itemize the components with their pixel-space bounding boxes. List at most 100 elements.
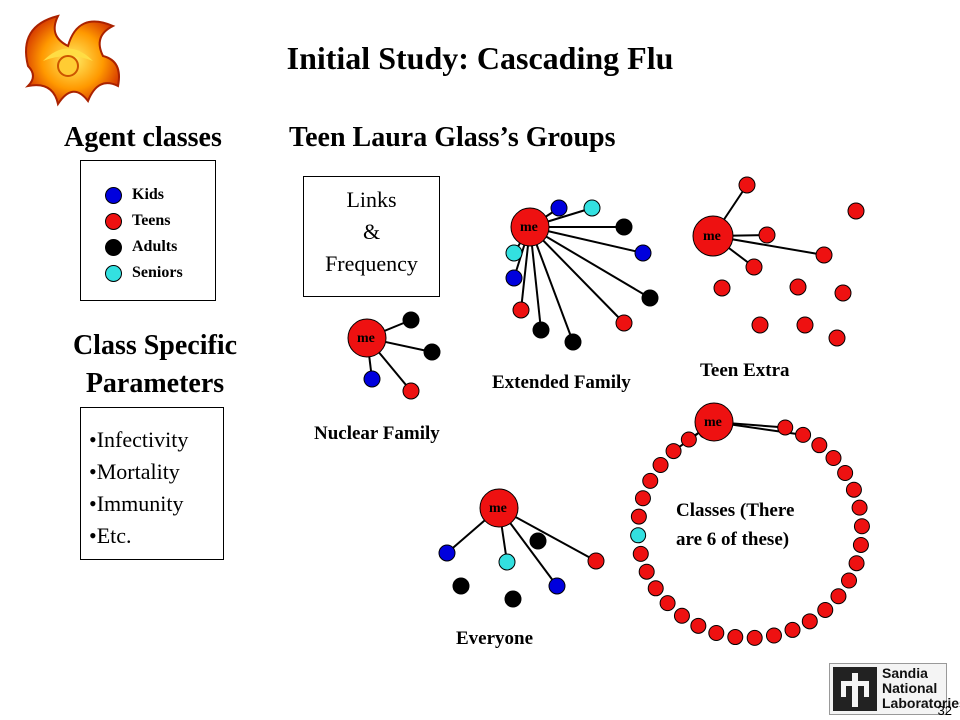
legend-item-seniors: Seniors xyxy=(105,263,183,283)
me-node xyxy=(347,318,387,358)
member-node-teen xyxy=(630,508,647,525)
member-node-teen xyxy=(746,629,763,646)
me-label: me xyxy=(704,415,722,430)
member-node-teen xyxy=(727,629,744,646)
member-node-teen xyxy=(811,437,828,454)
member-node-adult xyxy=(641,289,659,307)
member-node-teen xyxy=(795,426,812,443)
member-node-teen xyxy=(837,465,854,482)
member-node-teen xyxy=(647,580,664,597)
legend-label: Teens xyxy=(132,212,171,229)
member-node-teen xyxy=(680,431,697,448)
member-node-teen xyxy=(789,278,807,296)
member-node-adult xyxy=(564,333,582,351)
sandia-logo: Sandia National Laboratories xyxy=(829,663,960,715)
phoenix-logo xyxy=(8,6,132,110)
member-node-teen xyxy=(817,601,834,618)
me-node xyxy=(510,207,550,247)
legend-label: Adults xyxy=(132,238,178,255)
member-node-teen xyxy=(853,518,870,535)
legend-label: Kids xyxy=(132,186,165,203)
teen-extra-caption: Teen Extra xyxy=(700,360,790,381)
laboratories-word: Laboratories xyxy=(882,695,960,711)
classes-caption-line1: Classes (There xyxy=(676,500,795,521)
links-frequency-text: Links & Frequency xyxy=(304,184,439,280)
me-node xyxy=(692,215,734,257)
member-node-teen xyxy=(834,284,852,302)
me-label: me xyxy=(357,331,375,346)
me-label: me xyxy=(489,501,507,516)
frequency-label: Frequency xyxy=(325,251,418,276)
member-node-adult xyxy=(504,590,522,608)
groups-heading: Teen Laura Glass’s Groups xyxy=(289,122,616,153)
member-node-kid xyxy=(363,370,381,388)
member-node-teen xyxy=(758,226,776,244)
member-node-teen xyxy=(828,329,846,347)
param-item-infectivity: Infectivity xyxy=(89,424,189,456)
member-node-adult xyxy=(452,577,470,595)
legend-item-adults: Adults xyxy=(105,237,177,257)
member-node-teen xyxy=(638,563,655,580)
member-node-teen xyxy=(713,279,731,297)
member-node-senior xyxy=(630,527,647,544)
sandia-word: Sandia xyxy=(882,665,928,681)
member-node-teen xyxy=(841,572,858,589)
thunderbird-icon xyxy=(833,667,877,711)
member-node-teen xyxy=(796,316,814,334)
member-node-senior xyxy=(583,199,601,217)
legend-item-kids: Kids xyxy=(105,185,164,205)
member-node-teen xyxy=(587,552,605,570)
member-node-teen xyxy=(852,536,869,553)
member-node-teen xyxy=(845,481,862,498)
member-node-teen xyxy=(632,545,649,562)
links-label: Links xyxy=(346,187,397,212)
member-node-teen xyxy=(634,490,651,507)
member-node-senior xyxy=(498,553,516,571)
param-item-mortality: Mortality xyxy=(89,456,188,488)
member-node-adult xyxy=(532,321,550,339)
member-node-teen xyxy=(665,443,682,460)
member-node-teen xyxy=(847,202,865,220)
everyone-caption: Everyone xyxy=(456,628,534,649)
sandia-text: Sandia National Laboratories xyxy=(882,666,960,711)
member-node-teen xyxy=(815,246,833,264)
member-node-kid xyxy=(634,244,652,262)
classes-caption-line2: are 6 of these) xyxy=(676,529,790,550)
member-node-teen xyxy=(615,314,633,332)
page-number: 32 xyxy=(937,703,952,718)
member-node-teen xyxy=(659,595,676,612)
class-params-heading-2: Parameters xyxy=(85,368,225,399)
member-node-teen xyxy=(825,450,842,467)
class-params-list: Infectivity Mortality Immunity Etc. xyxy=(89,424,189,552)
member-node-adult xyxy=(615,218,633,236)
ampersand-label: & xyxy=(362,219,381,244)
agent-class-legend: Kids Teens Adults Seniors xyxy=(80,160,216,301)
member-node-teen xyxy=(848,555,865,572)
member-node-teen xyxy=(512,301,530,319)
me-label: me xyxy=(703,229,721,244)
member-node-teen xyxy=(652,456,669,473)
adults-color-swatch xyxy=(105,238,122,256)
class-params-box: Infectivity Mortality Immunity Etc. xyxy=(80,407,224,560)
kids-color-swatch xyxy=(105,186,122,204)
links-frequency-box: Links & Frequency xyxy=(303,176,440,297)
page-title: Initial Study: Cascading Flu xyxy=(286,40,674,76)
param-item-immunity: Immunity xyxy=(89,488,188,520)
group-link xyxy=(529,226,574,343)
member-node-teen xyxy=(851,499,868,516)
group-link xyxy=(529,226,651,299)
member-node-kid xyxy=(438,544,456,562)
me-node xyxy=(479,488,519,528)
member-node-adult xyxy=(402,311,420,329)
member-node-kid xyxy=(548,577,566,595)
seniors-color-swatch xyxy=(105,264,122,282)
param-item-etc: Etc. xyxy=(89,520,188,552)
member-node-teen xyxy=(801,613,818,630)
agent-classes-heading: Agent classes xyxy=(64,122,222,153)
nuclear-family-caption: Nuclear Family xyxy=(314,423,440,444)
member-node-kid xyxy=(505,269,523,287)
member-node-teen xyxy=(830,588,847,605)
member-node-teen xyxy=(745,258,763,276)
member-node-teen xyxy=(402,382,420,400)
